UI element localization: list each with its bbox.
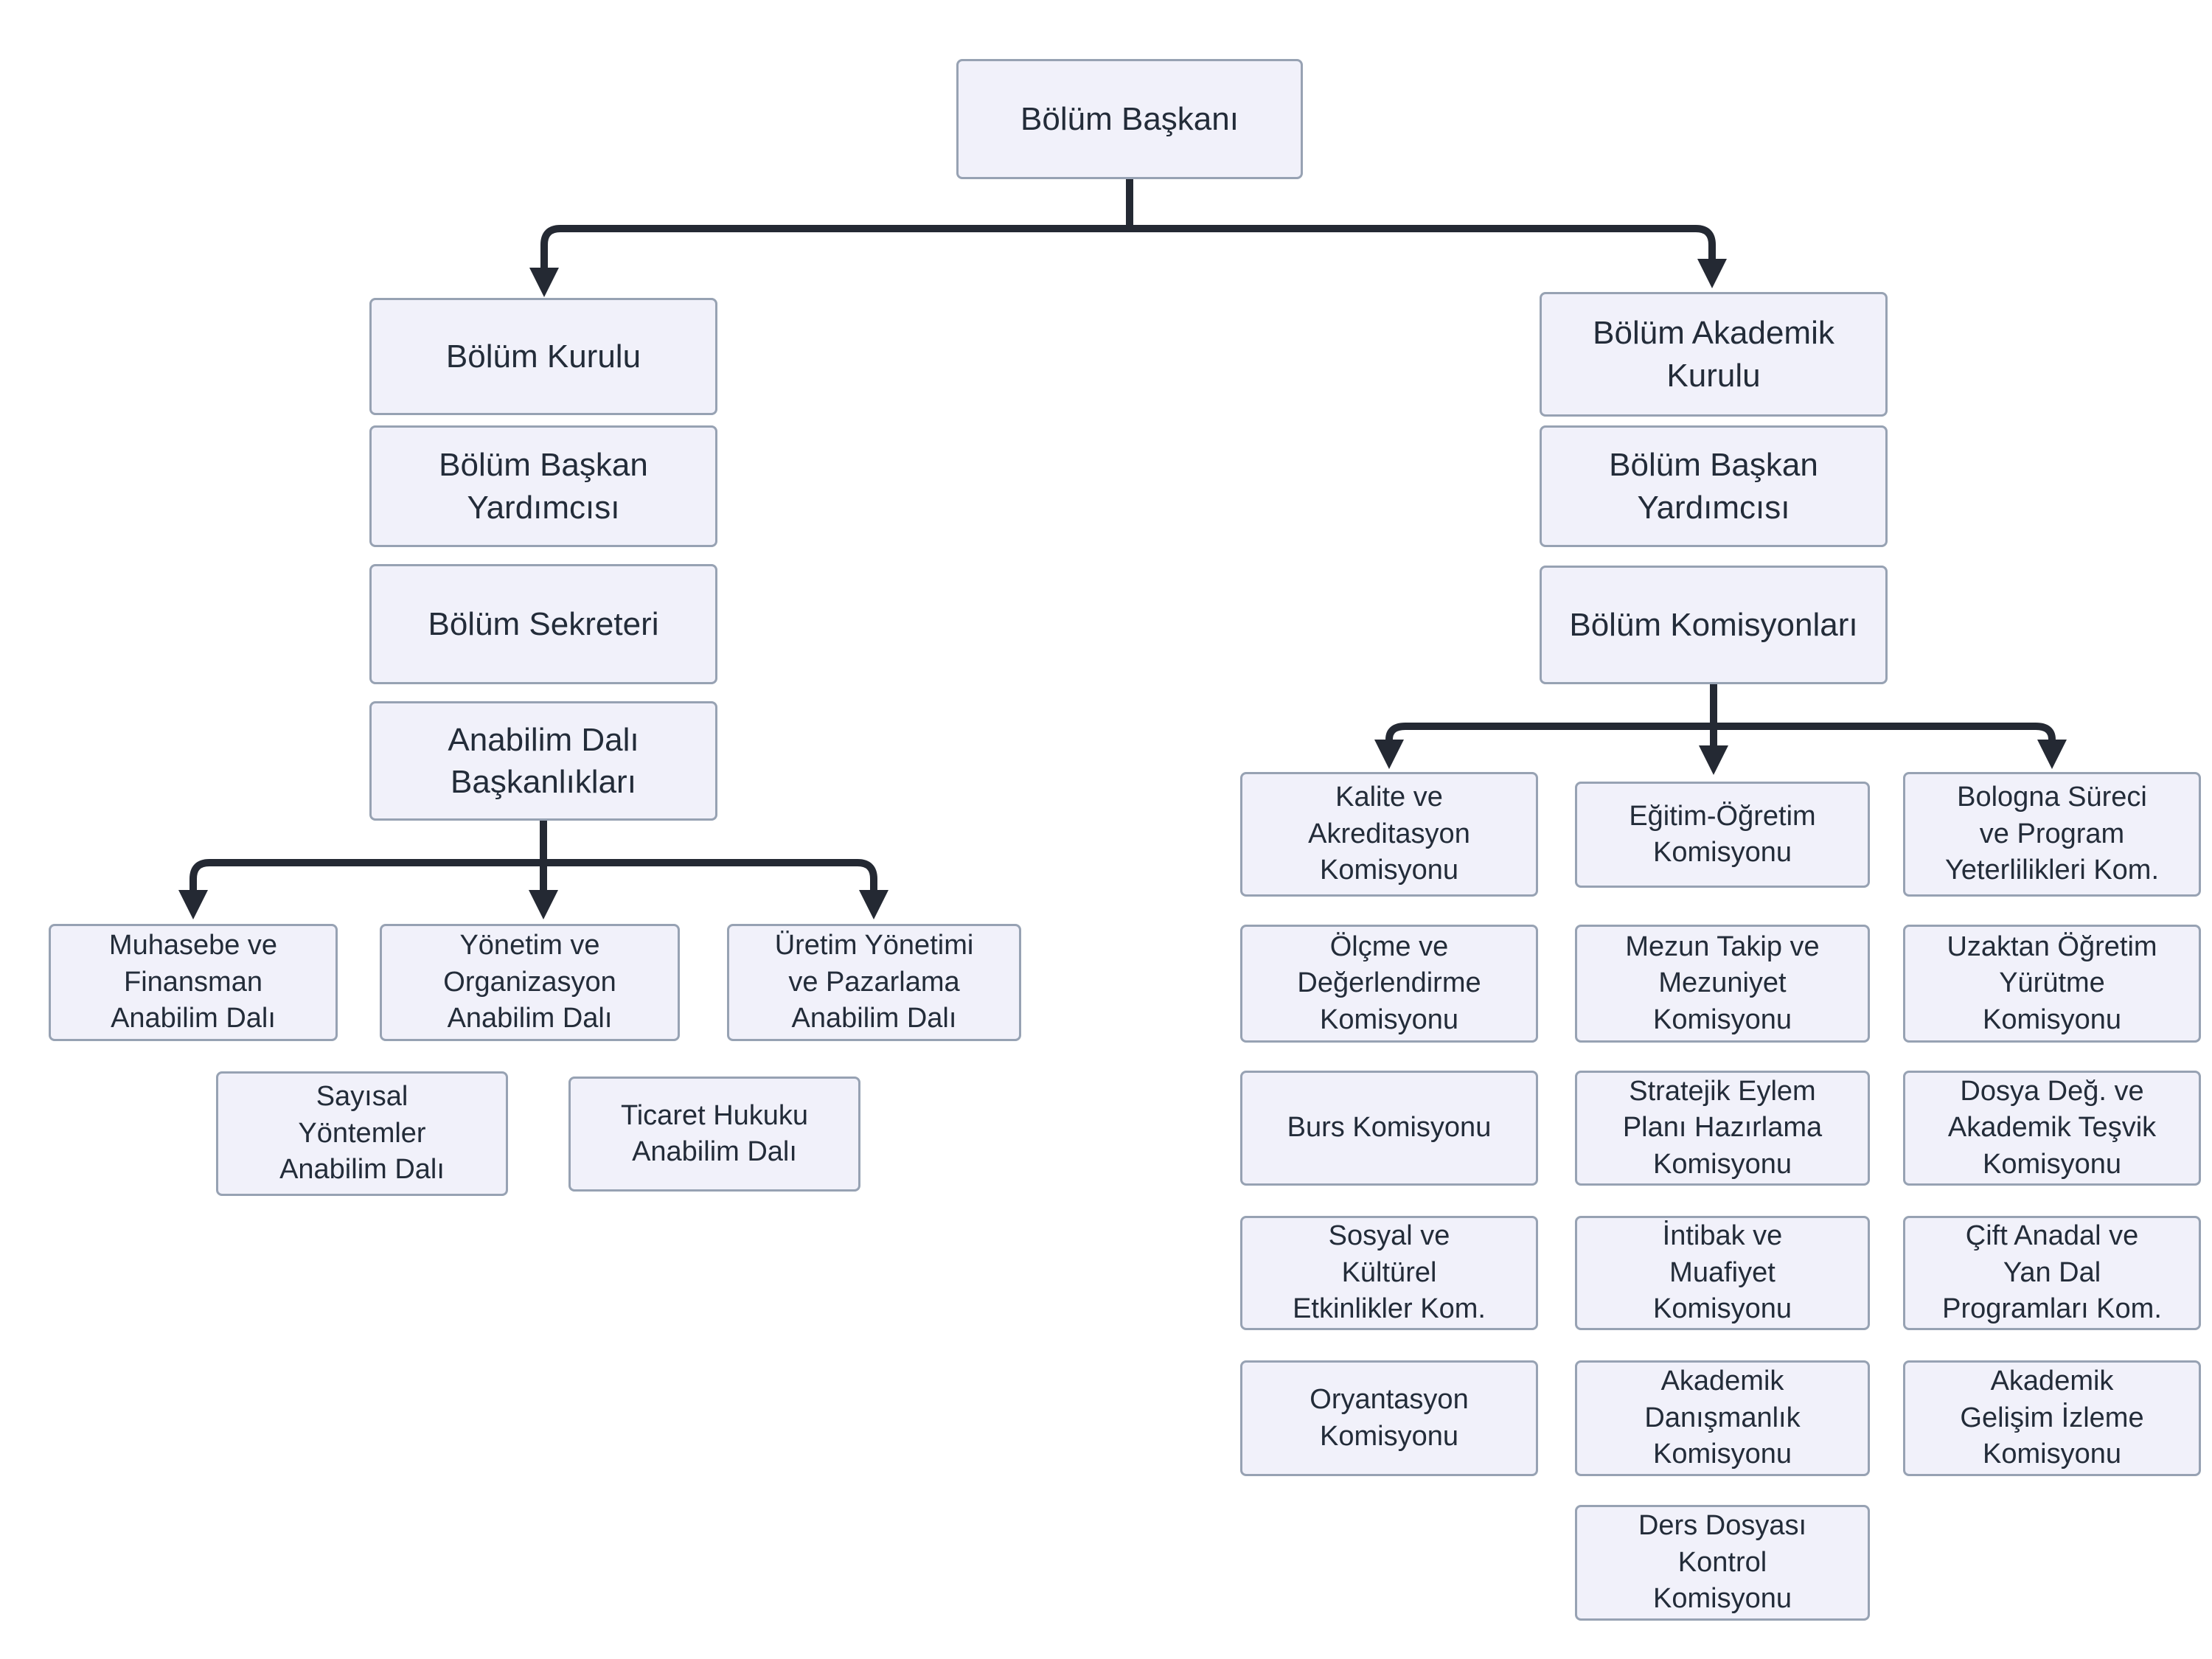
node-akademik-gelisim: Akademik Gelişim İzleme Komisyonu <box>1903 1360 2201 1476</box>
node-bolum-kurulu: Bölüm Kurulu <box>369 298 717 415</box>
node-anabilim-dali-baskanliklari: Anabilim Dalı Başkanlıkları <box>369 701 717 821</box>
node-ders-dosyasi-kontrol: Ders Dosyası Kontrol Komisyonu <box>1575 1505 1870 1621</box>
node-bologna-sureci: Bologna Süreci ve Program Yeterlilikleri… <box>1903 772 2201 897</box>
node-bolum-baskan-yardimcisi-sag: Bölüm Başkan Yardımcısı <box>1540 425 1888 547</box>
connector-anabilim-right-arrow <box>540 859 888 919</box>
node-bolum-komisyonlari: Bölüm Komisyonları <box>1540 566 1888 684</box>
connector-top-right-arrow <box>1126 225 1727 288</box>
node-oryantasyon: Oryantasyon Komisyonu <box>1240 1360 1538 1476</box>
node-burs: Burs Komisyonu <box>1240 1071 1538 1186</box>
node-egitim-ogretim: Eğitim-Öğretim Komisyonu <box>1575 782 1870 888</box>
node-sayisal-yontemler: Sayısal Yöntemler Anabilim Dalı <box>216 1071 508 1196</box>
connector-komisyon-right-arrow <box>1710 723 2067 769</box>
node-uretim-pazarlama: Üretim Yönetimi ve Pazarlama Anabilim Da… <box>727 924 1021 1041</box>
node-bolum-baskani: Bölüm Başkanı <box>956 59 1303 179</box>
connector-anabilim-left-arrow <box>178 859 547 919</box>
node-kalite-akreditasyon: Kalite ve Akreditasyon Komisyonu <box>1240 772 1538 897</box>
node-uzaktan-ogretim: Uzaktan Öğretim Yürütme Komisyonu <box>1903 925 2201 1043</box>
node-olcme-degerlendirme: Ölçme ve Değerlendirme Komisyonu <box>1240 925 1538 1043</box>
node-stratejik-eylem: Stratejik Eylem Planı Hazırlama Komisyon… <box>1575 1071 1870 1186</box>
node-intibak-muafiyet: İntibak ve Muafiyet Komisyonu <box>1575 1216 1870 1330</box>
node-muhasebe-finansman: Muhasebe ve Finansman Anabilim Dalı <box>49 924 338 1041</box>
node-sosyal-kulturel: Sosyal ve Kültürel Etkinlikler Kom. <box>1240 1216 1538 1330</box>
node-mezun-takip: Mezun Takip ve Mezuniyet Komisyonu <box>1575 925 1870 1043</box>
node-akademik-danismanlik: Akademik Danışmanlık Komisyonu <box>1575 1360 1870 1476</box>
node-dosya-deg-tesvik: Dosya Değ. ve Akademik Teşvik Komisyonu <box>1903 1071 2201 1186</box>
node-ticaret-hukuku: Ticaret Hukuku Anabilim Dalı <box>568 1077 860 1192</box>
node-yonetim-organizasyon: Yönetim ve Organizasyon Anabilim Dalı <box>380 924 680 1041</box>
node-cift-anadal: Çift Anadal ve Yan Dal Programları Kom. <box>1903 1216 2201 1330</box>
node-bolum-akademik-kurulu: Bölüm Akademik Kurulu <box>1540 292 1888 417</box>
connector-top-left-arrow <box>529 225 1133 297</box>
node-bolum-baskan-yardimcisi-sol: Bölüm Başkan Yardımcısı <box>369 425 717 547</box>
node-bolum-sekreteri: Bölüm Sekreteri <box>369 564 717 684</box>
connector-komisyon-left-arrow <box>1374 723 1717 769</box>
